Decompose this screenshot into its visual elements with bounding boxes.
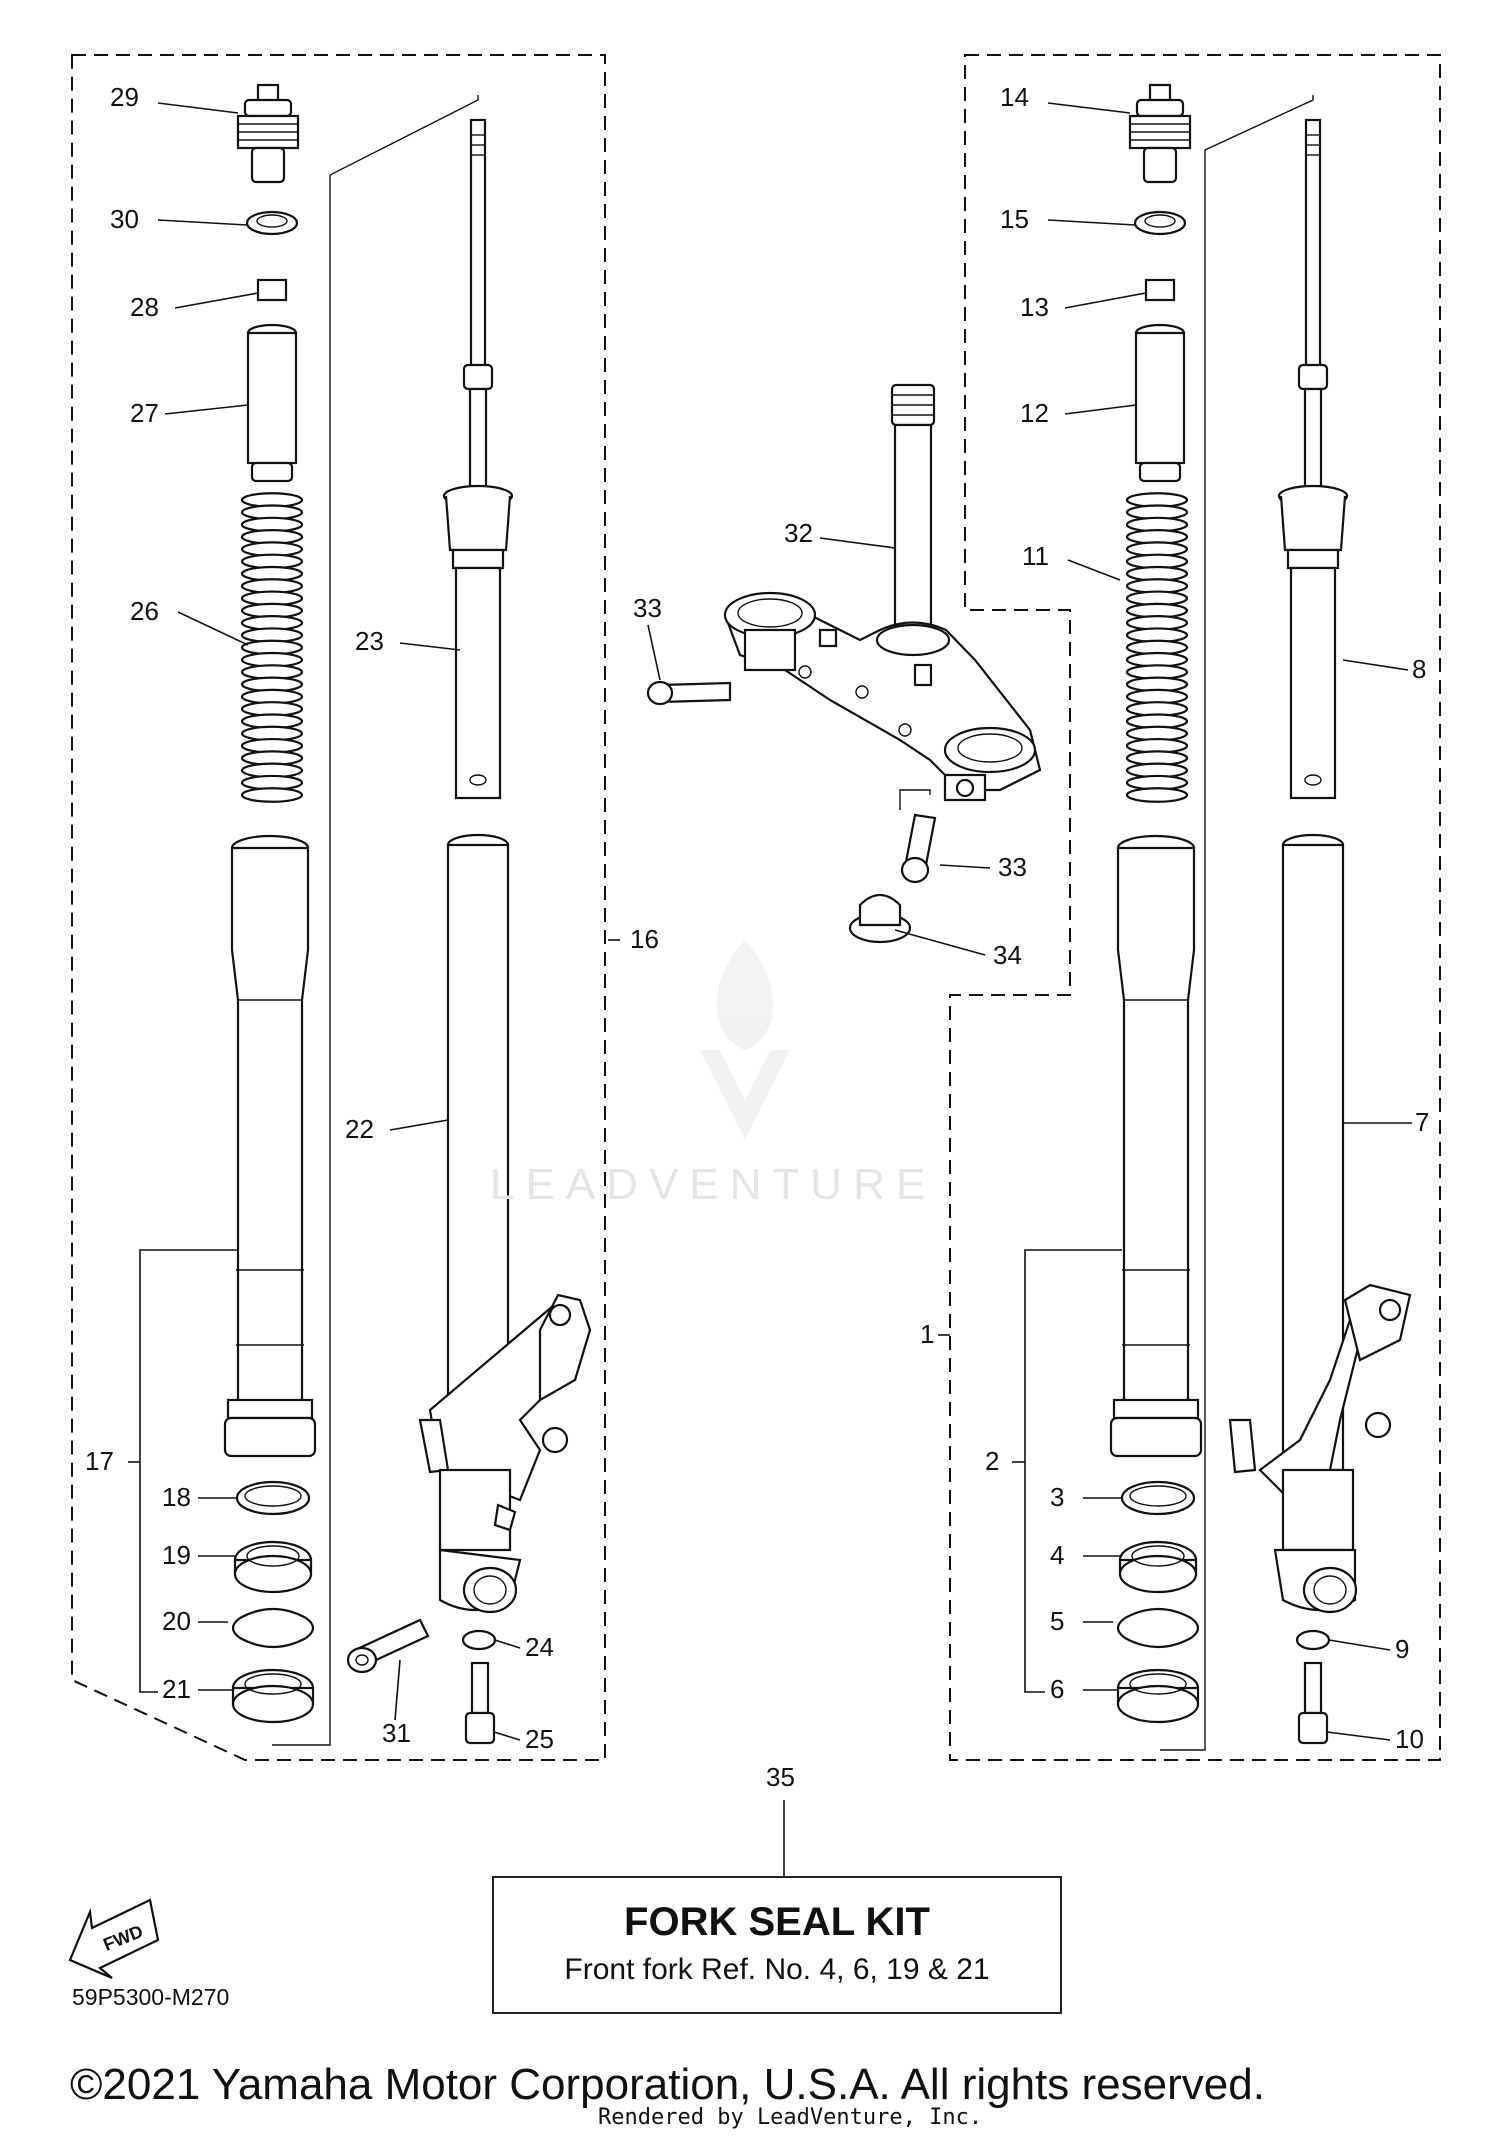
callout-11: 11 — [1022, 541, 1049, 571]
callout-24: 24 — [525, 1632, 554, 1662]
part-32-steering-stem-assembly — [723, 383, 1042, 802]
part-7-inner-tube — [1228, 833, 1412, 1614]
callout-2: 2 — [985, 1446, 999, 1476]
part-4-oil-seal — [1118, 1540, 1198, 1594]
callout-12: 12 — [1020, 398, 1049, 428]
part-12-spacer — [1134, 323, 1186, 483]
part-18-clip — [235, 1480, 311, 1516]
part-33-bolt-upper — [646, 680, 732, 706]
callout-20: 20 — [162, 1606, 191, 1636]
part-3-clip — [1120, 1480, 1196, 1516]
callout-6: 6 — [1050, 1674, 1064, 1704]
callout-21: 21 — [162, 1674, 191, 1704]
part-17-outer-tube — [223, 834, 317, 1458]
callout-32: 32 — [784, 518, 813, 548]
fork-seal-kit-box: FORK SEAL KIT Front fork Ref. No. 4, 6, … — [492, 1876, 1062, 2014]
callout-9: 9 — [1395, 1634, 1409, 1664]
part-19-oil-seal — [233, 1540, 313, 1594]
part-26-spring — [240, 492, 304, 803]
part-34-cap — [848, 893, 912, 944]
left-fork-assembly — [71, 54, 620, 1761]
callout-33-upper: 33 — [633, 593, 662, 623]
callout-1: 1 — [920, 1319, 934, 1349]
callout-7: 7 — [1415, 1107, 1429, 1137]
part-8-damper-rod — [1277, 118, 1349, 800]
callout-26: 26 — [130, 596, 159, 626]
callout-22: 22 — [345, 1114, 374, 1144]
part-23-damper-rod — [442, 118, 514, 800]
part-9-washer — [1295, 1629, 1331, 1651]
part-27-spacer — [246, 323, 298, 483]
callout-16: 16 — [630, 924, 659, 954]
kit-title: FORK SEAL KIT — [624, 1900, 930, 1944]
part-31-pinch-bolt — [346, 1618, 430, 1674]
part-24-washer — [461, 1629, 497, 1651]
rendered-by-notice: Rendered by LeadVenture, Inc. — [598, 2105, 983, 2130]
spring-coil — [1125, 787, 1189, 803]
part-11-spring — [1125, 492, 1189, 803]
kit-subtitle: Front fork Ref. No. 4, 6, 19 & 21 — [564, 1953, 990, 1986]
callout-labels: 29 30 28 27 26 23 16 22 17 18 19 20 21 2… — [85, 82, 1429, 1792]
callout-19: 19 — [162, 1540, 191, 1570]
callout-29: 29 — [110, 82, 139, 112]
part-10-bolt — [1297, 1661, 1329, 1745]
callout-25: 25 — [525, 1724, 554, 1754]
callout-33-lower: 33 — [998, 852, 1027, 882]
callout-3: 3 — [1050, 1482, 1064, 1512]
part-2-outer-tube — [1109, 834, 1203, 1458]
callout-10: 10 — [1395, 1724, 1424, 1754]
callout-31: 31 — [382, 1718, 411, 1748]
copyright-notice: ©2021 Yamaha Motor Corporation, U.S.A. A… — [70, 2060, 1265, 2109]
part-21-dust-seal — [231, 1668, 315, 1724]
part-5-stopper-ring — [1116, 1608, 1200, 1648]
part-22-inner-tube — [418, 833, 592, 1614]
part-33-bolt-lower — [900, 813, 937, 884]
callout-23: 23 — [355, 626, 384, 656]
watermark-logo — [700, 940, 790, 1140]
part-20-stopper-ring — [231, 1608, 315, 1648]
callout-4: 4 — [1050, 1540, 1064, 1570]
callout-15: 15 — [1000, 204, 1029, 234]
fwd-arrow-icon: FWD — [68, 1898, 160, 1980]
part-28-nut — [256, 278, 288, 302]
callout-8: 8 — [1412, 654, 1426, 684]
part-25-bolt — [464, 1661, 496, 1745]
watermark-text: LEADVENTURE — [490, 1160, 937, 1209]
callout-35: 35 — [766, 1762, 795, 1792]
spring-coil — [240, 787, 304, 803]
callout-30: 30 — [110, 204, 139, 234]
part-6-dust-seal — [1116, 1668, 1200, 1724]
left-assembly-frame — [71, 54, 606, 1761]
callout-28: 28 — [130, 292, 159, 322]
diagram-code: 59P5300-M270 — [72, 1984, 230, 2010]
callout-18: 18 — [162, 1482, 191, 1512]
part-29-cap-bolt — [236, 83, 300, 184]
callout-34: 34 — [993, 940, 1022, 970]
part-14-cap-bolt — [1128, 83, 1192, 184]
callout-13: 13 — [1020, 292, 1049, 322]
callout-14: 14 — [1000, 82, 1029, 112]
callout-5: 5 — [1050, 1606, 1064, 1636]
callout-27: 27 — [130, 398, 159, 428]
right-assembly-frame — [949, 54, 1441, 1761]
part-13-nut — [1144, 278, 1176, 302]
right-fork-assembly — [938, 54, 1441, 1761]
callout-17: 17 — [85, 1446, 114, 1476]
